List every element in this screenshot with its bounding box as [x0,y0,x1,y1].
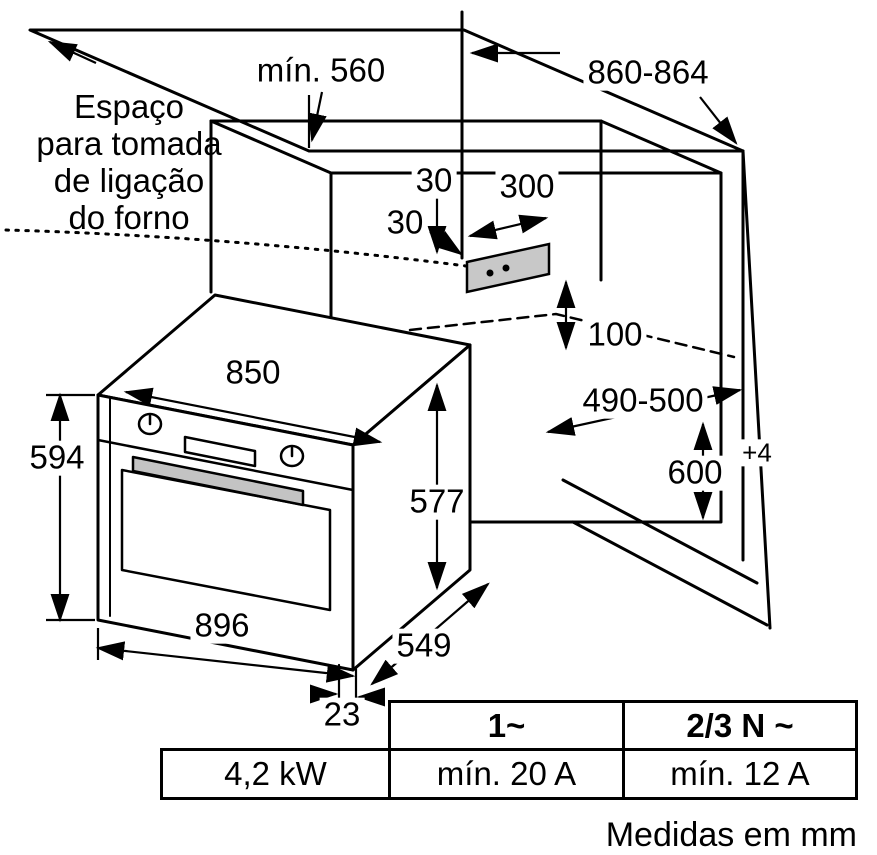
dim-oven-height: 594 [25,440,89,476]
units-note: Medidas em mm [605,816,857,854]
oven-door-handle [131,455,305,507]
dim-niche-height: 600 [663,455,727,491]
table-header-two-three-phase: 2/3 N ~ [622,700,858,751]
socket-note-line: Espaço [73,88,185,125]
dim-socket-width: 300 [495,169,559,205]
oven-knob [137,412,163,436]
dim-niche-depth-bottom: 490-500 [578,383,708,419]
table-cell-fuse-two-three-phase: mín. 12 A [622,748,858,800]
dim-niche-width-top: 860-864 [583,55,713,91]
table-cell-power: 4,2 kW [160,748,391,800]
hidden-edges [408,312,736,359]
oven-knob [279,444,305,468]
dim-oven-body-width: 850 [221,355,285,391]
dim-socket-offset-side: 30 [382,205,428,241]
note-leader-dotted-line [4,228,468,268]
socket-note-line: do forno [68,199,190,236]
dimension-arrows [46,40,743,707]
dim-oven-front-width: 896 [190,608,254,644]
socket-strip [465,242,551,294]
dim-oven-body-height: 577 [405,484,469,520]
socket-note-line: de ligação [53,162,205,199]
table-cell-fuse-single-phase: mín. 20 A [388,748,625,800]
socket-note: Espaço para tomada de ligação do forno [8,88,250,236]
dim-oven-front-overhang: 23 [319,697,365,733]
dim-oven-depth: 549 [392,628,456,664]
table-header-single-phase: 1~ [388,700,625,751]
socket-note-line: para tomada [36,125,222,162]
dim-niche-height-tolerance: +4 [738,439,776,467]
dim-socket-height: 100 [583,317,647,353]
dim-niche-depth-top: mín. 560 [252,53,390,89]
dim-socket-offset-top: 30 [411,163,457,199]
